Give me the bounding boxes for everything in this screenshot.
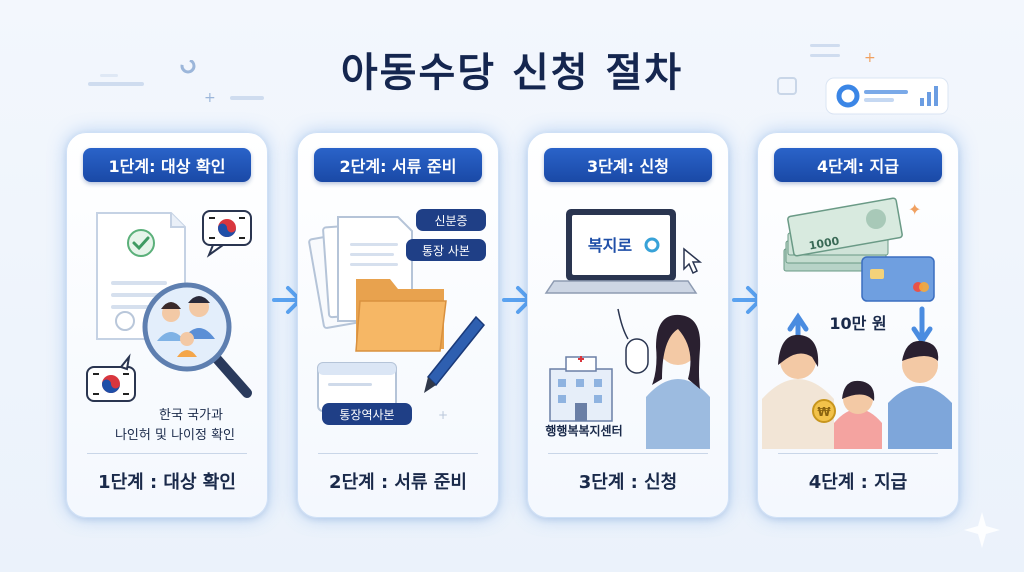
divider [778,453,938,454]
svg-text:+: + [204,90,216,106]
mouse-icon [617,308,649,374]
laptop-icon [544,209,698,294]
step-card-1: 1단계: 대상 확인 [66,132,268,518]
bg-deco-right: + [770,40,960,120]
folder-icon [355,279,447,352]
payment-amount: 10만 원 [829,314,886,333]
step-1-note-line-2: 나인허 및 나이정 확인 [115,428,235,443]
coin-icon: ₩ [812,399,836,423]
page-title: 아동수당 신청 절차 [340,50,684,96]
card-icon [861,256,935,302]
divider [87,453,247,454]
magnifier-icon [142,282,252,398]
step-4-illustration: 1000 ✦ 10만 원 ₩ [762,197,952,449]
step-2-illustration: 신분증 통장 사본 통장역사본 + [308,209,486,425]
cursor-icon [683,247,703,275]
step-2-tag-id: 신분증 [434,214,467,228]
svg-text:✦: ✦ [908,200,921,219]
pen-icon [424,315,486,393]
step-4-footer: 4단계 : 지급 [808,472,908,493]
korea-flag-icon [86,353,136,402]
step-2-tag-bankbook-copy: 통장역사본 [339,408,394,422]
korea-flag-icon [202,210,252,258]
bg-deco-left: + [80,58,280,120]
step-1-title: 1단계: 대상 확인 [83,148,251,182]
welfare-center-label: 행행복복지센터 [545,423,622,438]
building-icon [549,356,613,422]
bill-value: 1000 [808,234,841,252]
svg-text:₩: ₩ [817,405,831,419]
family-illustration [762,334,952,449]
step-3-title: 3단계: 신청 [544,148,712,182]
step-2-footer: 2단계 : 서류 준비 [329,472,467,493]
step-1-note-line-1: 한국 국가과 [159,408,223,423]
bokjiro-logo: 복지로 [588,236,632,255]
step-card-4: 4단계: 지급 1000 ✦ 10만 원 [757,132,959,518]
step-card-2: 2단계: 서류 준비 신분증 통장 사본 통장역사본 + [297,132,499,518]
step-card-3: 3단계: 신청 복지로 [527,132,729,518]
bankbook-card-icon [317,362,397,412]
step-1-illustration: 한국 국가과 나인허 및 나이정 확인 [86,210,252,443]
step-3-footer: 3단계 : 신청 [578,472,678,493]
step-3-illustration: 복지로 행행복복지센터 [544,209,710,449]
woman-avatar [646,314,710,449]
svg-text:+: + [438,408,448,422]
divider [318,453,478,454]
step-2-tag-bankbook: 통장 사본 [422,244,470,258]
money-stack-icon [783,197,903,272]
sparkle-icon [962,510,1002,550]
divider [548,453,708,454]
svg-text:+: + [864,50,876,66]
step-2-title: 2단계: 서류 준비 [314,148,482,182]
check-icon [127,229,155,257]
step-4-title: 4단계: 지급 [774,148,942,182]
step-1-footer: 1단계 : 대상 확인 [98,472,236,493]
